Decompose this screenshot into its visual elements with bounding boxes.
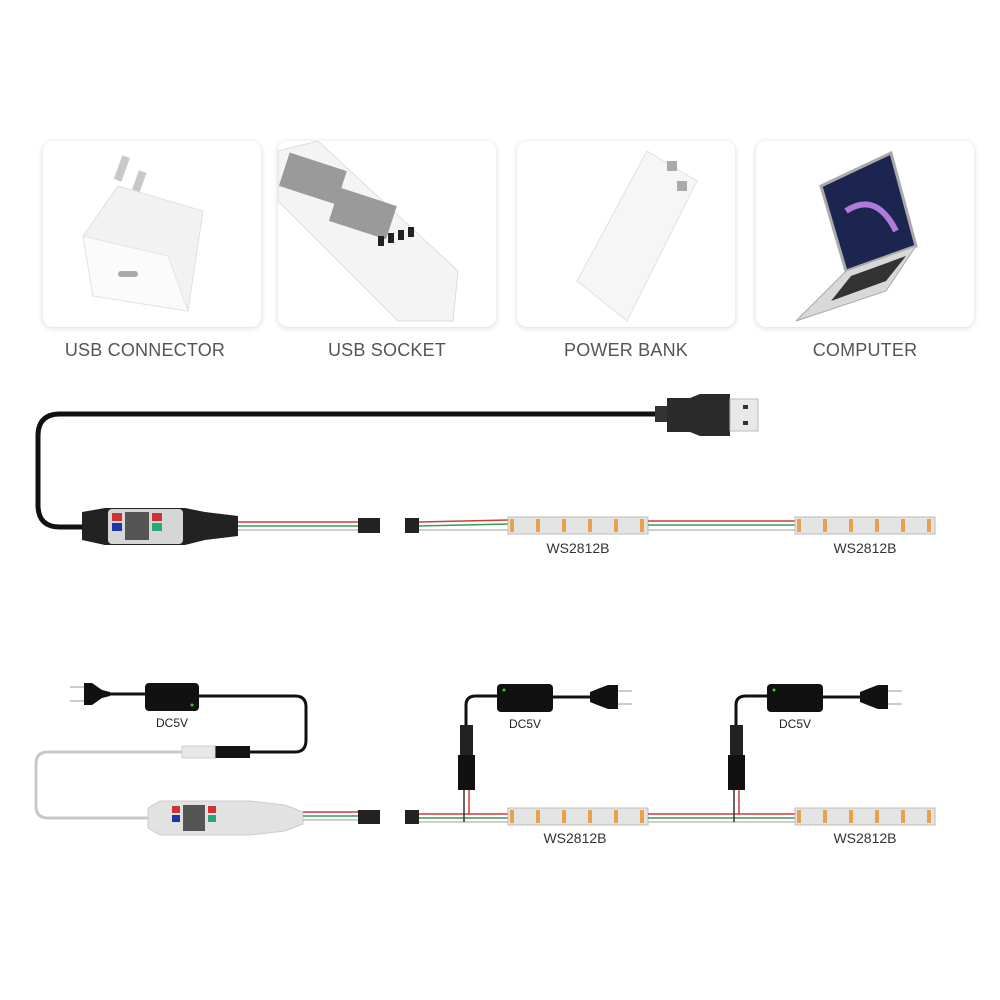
jst-connector-male-icon (358, 810, 380, 824)
led-strip-icon (507, 807, 649, 826)
power-adapter-icon (767, 684, 823, 712)
adapter-label: DC5V (155, 716, 188, 730)
adapter-label: DC5V (778, 717, 811, 731)
plug-icon (860, 685, 902, 709)
power-adapter-icon (497, 684, 553, 712)
source-card-power-bank (517, 141, 735, 327)
usb-wall-charger-icon (82, 155, 204, 312)
source-card-computer (756, 141, 974, 327)
dc-jack-male-icon (215, 746, 250, 758)
strip-label: WS2812B (833, 830, 897, 846)
dc-jack-icon (458, 755, 475, 790)
led-strip-icon (794, 807, 936, 826)
plug-icon (590, 685, 632, 709)
source-label: COMPUTER (812, 340, 918, 360)
strip-label: WS2812B (543, 830, 607, 846)
led-strip-icon (507, 516, 649, 535)
jst-connector-female-icon (405, 810, 419, 824)
source-card-usb-connector (43, 141, 261, 327)
dc-jack-icon (728, 755, 745, 790)
dc-jack-female-icon (181, 745, 216, 759)
adapter-label: DC5V (508, 717, 541, 731)
laptop-icon (795, 150, 918, 322)
usb-plug-icon (655, 394, 759, 436)
power-strip-icon (278, 141, 459, 322)
led-strip-icon (794, 516, 936, 535)
jst-connector-female-icon (405, 518, 419, 533)
plug-icon (70, 683, 110, 705)
strip-label: WS2812B (833, 540, 897, 556)
bluetooth-controller-white-icon (147, 800, 304, 836)
bluetooth-controller-icon (82, 508, 238, 545)
source-label: USB CONNECTOR (64, 340, 226, 360)
source-label: USB SOCKET (327, 340, 447, 360)
source-card-usb-socket (278, 141, 496, 327)
power-adapter-icon (145, 683, 199, 711)
strip-label: WS2812B (546, 540, 610, 556)
jst-connector-male-icon (358, 518, 380, 533)
source-label: POWER BANK (563, 340, 689, 360)
power-bank-icon (576, 150, 698, 322)
